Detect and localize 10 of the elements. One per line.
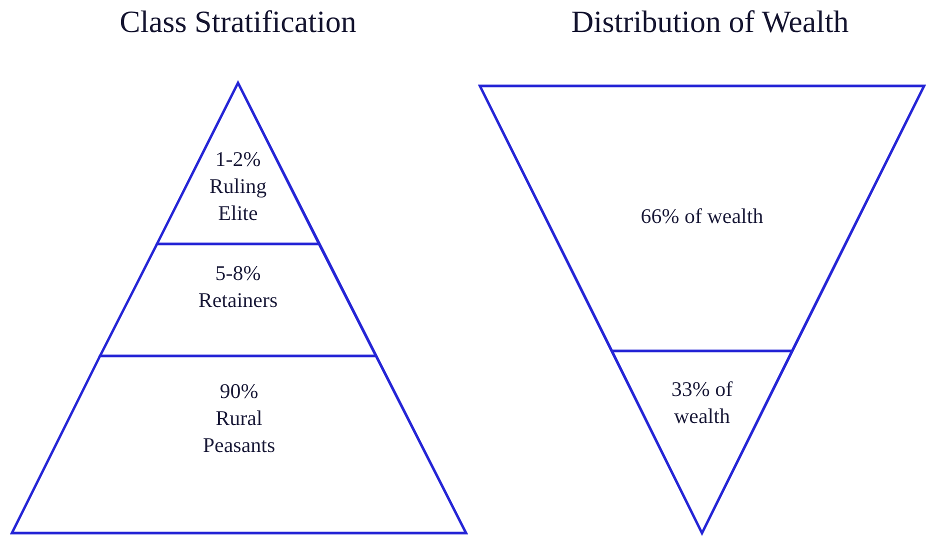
diagram-heading: Class Stratification: [120, 4, 356, 40]
section-label: 5-8%: [215, 260, 261, 287]
diagram-heading: Distribution of Wealth: [571, 4, 849, 40]
section-label: Retainers: [198, 287, 278, 314]
section-label: 66% of wealth: [640, 203, 764, 230]
section-label: 90%: [220, 378, 258, 405]
section-label: 1-2%: [215, 146, 261, 173]
section-label: Rural Peasants: [202, 405, 276, 459]
section-label: 33% of wealth: [670, 376, 734, 430]
section-label: Ruling Elite: [208, 173, 268, 227]
